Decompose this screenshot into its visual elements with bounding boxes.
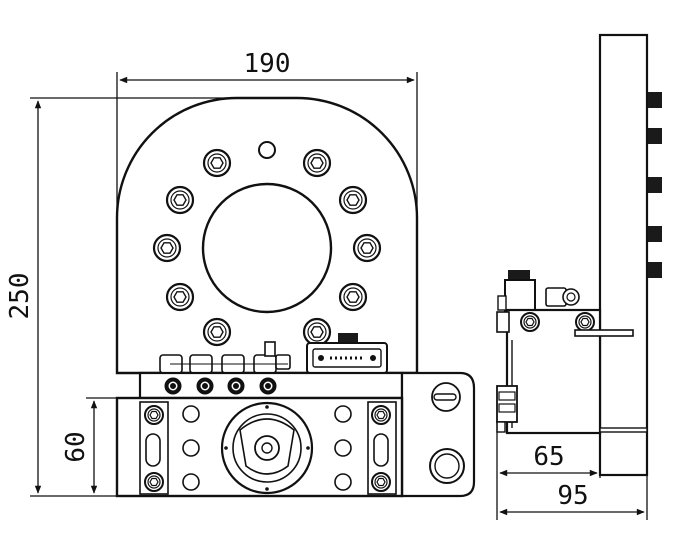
port-icon [227,377,245,395]
dimension-lines [30,72,648,520]
bolt-icon [352,233,382,263]
bolt-icon [302,317,332,347]
bolt-icon [165,282,195,312]
bolt-icon [575,312,595,332]
port-icon [196,377,214,395]
bolt-icon [338,282,368,312]
center-bore [201,182,333,314]
bolt-icon [144,472,164,492]
bolt-icon [152,233,182,263]
connector-block [306,333,388,374]
top-pin-hole [258,141,276,159]
bolt-icon [202,148,232,178]
bolt-icon [202,317,232,347]
dim-side-inner: 65 [533,442,564,472]
bolt-icon [302,148,332,178]
bolt-icon [144,405,164,425]
port-icon [164,377,182,395]
dim-width-top: 190 [244,49,291,79]
fittings-row [159,341,291,374]
bolt-icon [165,185,195,215]
side-view [496,33,662,477]
dim-side-outer: 95 [557,481,588,511]
bolt-icon [338,185,368,215]
bolt-icon [520,312,540,332]
port-icon [259,377,277,395]
tool-changer-center [220,401,314,495]
bolt-icon [371,405,391,425]
dim-height-total: 250 [5,273,35,320]
dim-height-base: 60 [61,431,91,462]
side-plate [598,33,649,477]
bolt-icon [371,472,391,492]
front-view [115,96,476,498]
